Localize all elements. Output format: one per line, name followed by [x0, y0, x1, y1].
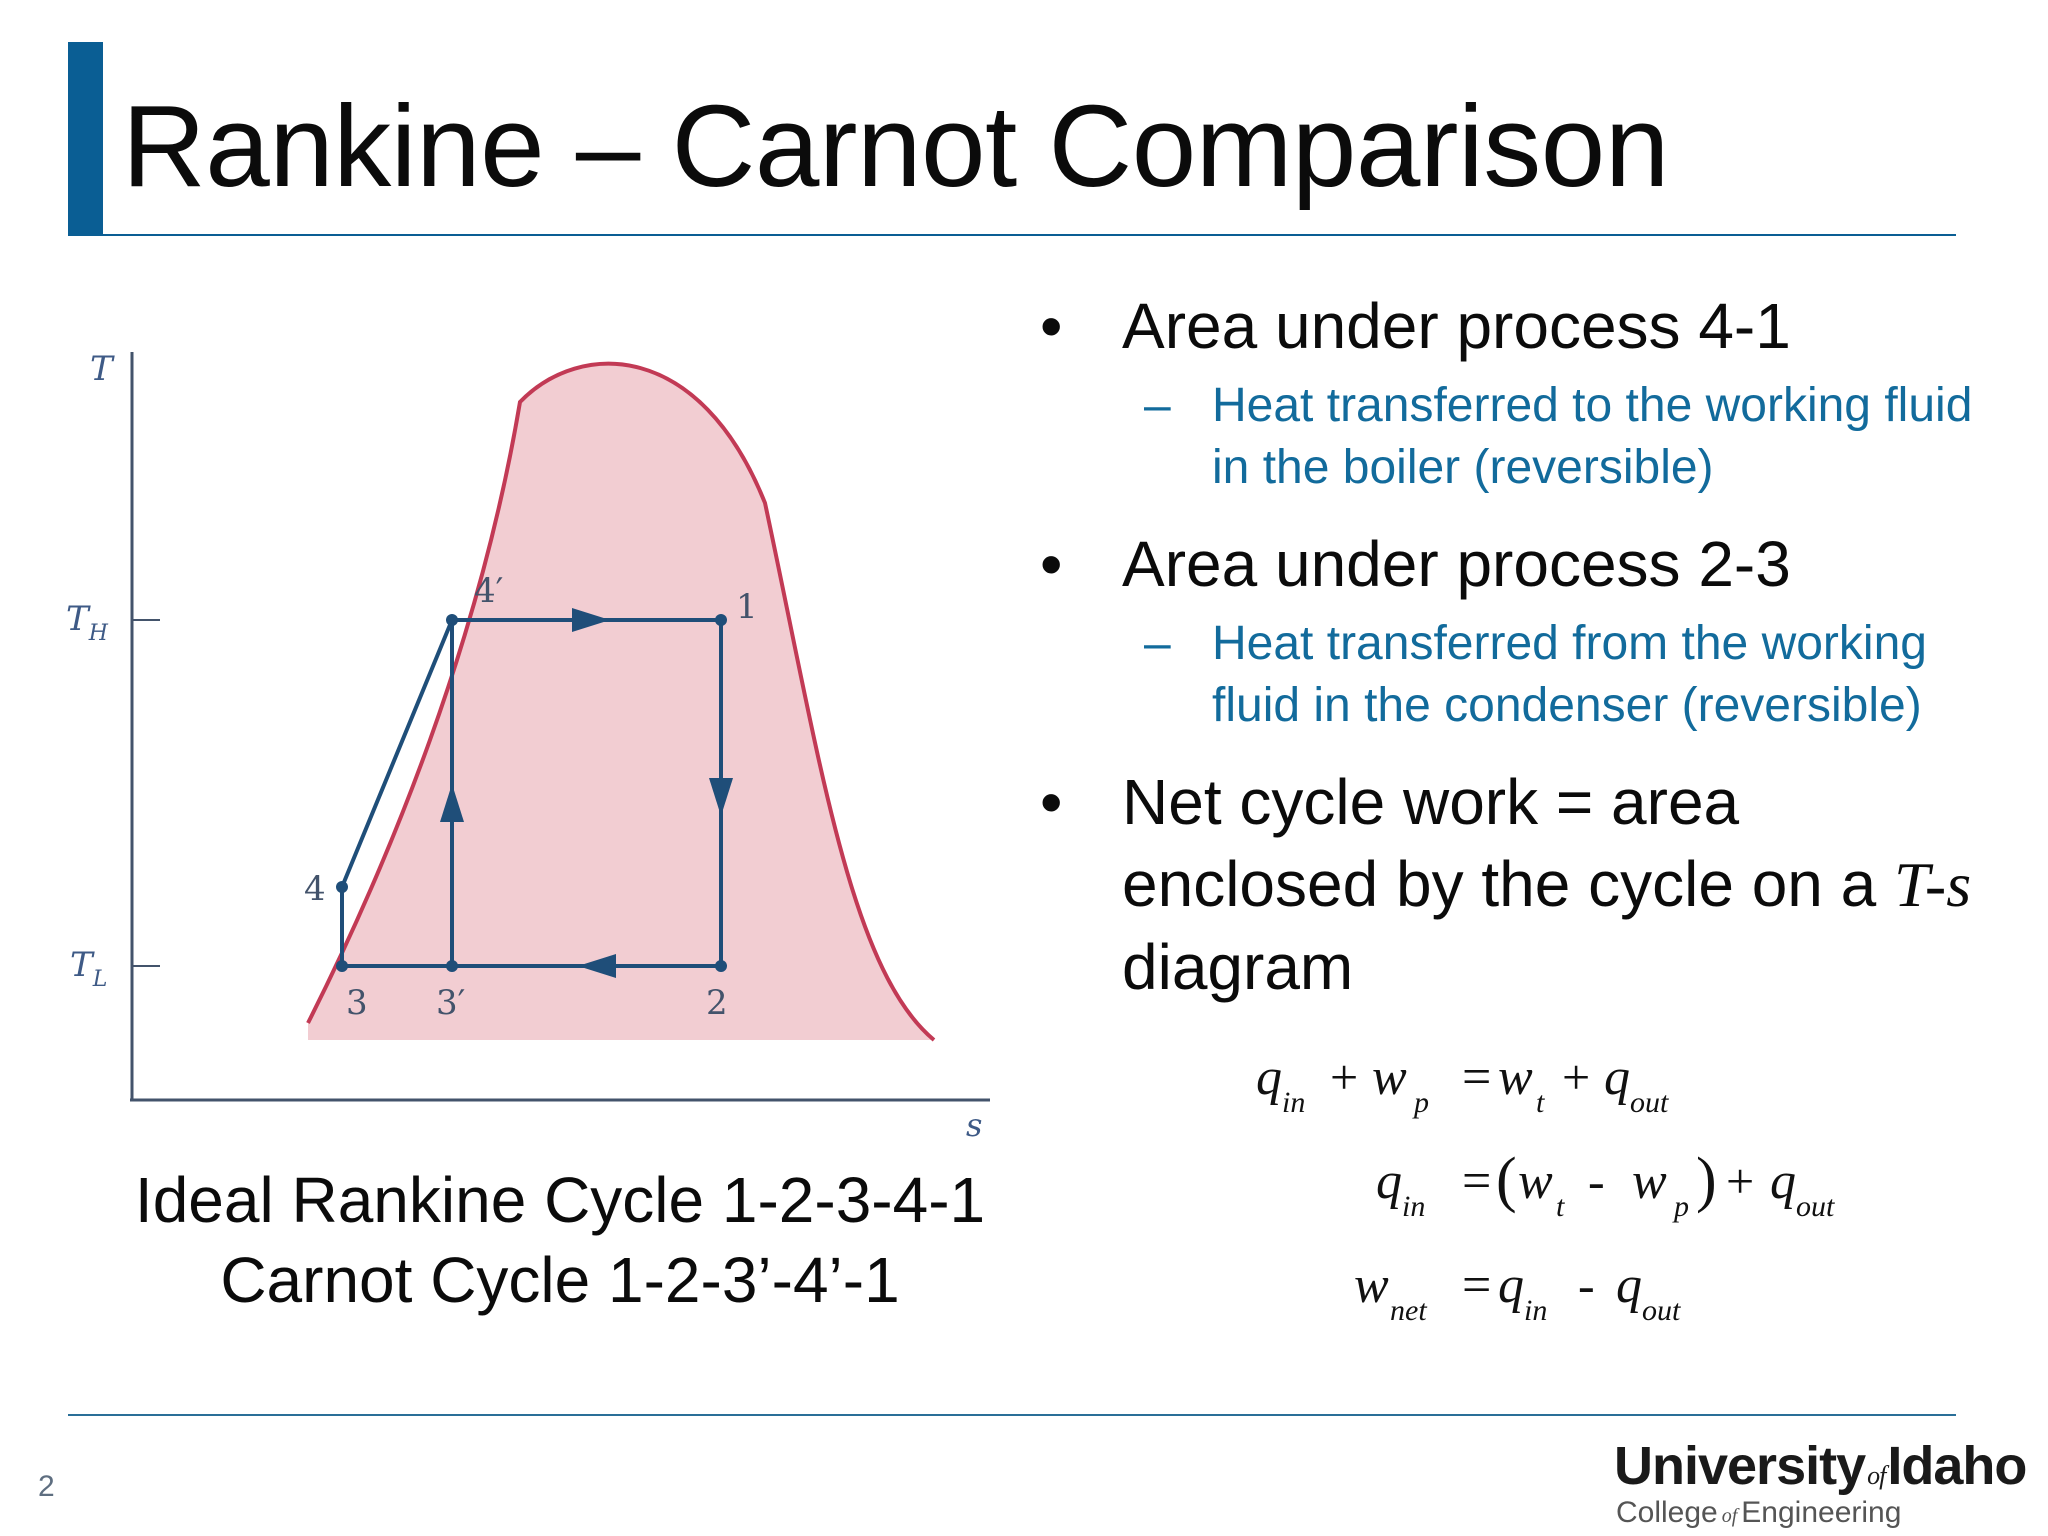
- svg-text:=: =: [1462, 1257, 1491, 1314]
- svg-text:out: out: [1642, 1294, 1681, 1327]
- point-2: [715, 960, 727, 972]
- ts-diagram: T s TH TL 1 2 3: [60, 340, 1020, 1150]
- point-3p: [446, 960, 458, 972]
- footer-divider: [68, 1414, 1956, 1416]
- svg-text:w: w: [1354, 1257, 1389, 1314]
- svg-text:w: w: [1632, 1153, 1667, 1210]
- svg-text:q: q: [1498, 1257, 1524, 1314]
- svg-text:=: =: [1462, 1049, 1491, 1106]
- saturation-dome: [308, 363, 934, 1040]
- svg-text:UniversityofIdaho: UniversityofIdaho: [1614, 1436, 2026, 1496]
- svg-text:p: p: [1672, 1190, 1689, 1223]
- svg-text:t: t: [1536, 1086, 1545, 1119]
- svg-text:in: in: [1282, 1086, 1305, 1119]
- svg-text:in: in: [1402, 1190, 1425, 1223]
- bullet-dot: •: [1040, 528, 1063, 600]
- saturation-curve: [306, 361, 936, 1042]
- equation-1: q in + w p = w t + q out: [1256, 1049, 1669, 1119]
- energy-equations: q in + w p = w t + q out q in = ( w t - …: [1230, 1040, 1950, 1340]
- svg-text:in: in: [1524, 1294, 1547, 1327]
- bullet-area-4-1: • Area under process 4-1: [1040, 285, 2000, 367]
- th-label: TH: [66, 599, 109, 646]
- subbullet-text: Heat transferred to the working fluid in…: [1212, 379, 1973, 494]
- bullet-area-2-3: • Area under process 2-3: [1040, 523, 2000, 605]
- svg-text:p: p: [1412, 1086, 1429, 1119]
- svg-text:+: +: [1562, 1049, 1590, 1105]
- svg-text:(: (: [1496, 1146, 1517, 1214]
- svg-text:w: w: [1372, 1049, 1407, 1106]
- subbullet-dash: –: [1144, 379, 1171, 432]
- svg-text:q: q: [1256, 1049, 1282, 1106]
- caption-rankine: Ideal Rankine Cycle 1-2-3-4-1: [134, 1164, 986, 1236]
- label-4p: 4′: [474, 571, 503, 611]
- svg-text:out: out: [1796, 1190, 1835, 1223]
- bullet-text-pre: Net cycle work = area enclosed by the cy…: [1122, 766, 1895, 920]
- label-2: 2: [706, 983, 728, 1023]
- tl-label: TL: [70, 945, 107, 992]
- svg-text:q: q: [1770, 1153, 1796, 1210]
- svg-text:out: out: [1630, 1086, 1669, 1119]
- page-number: 2: [38, 1470, 55, 1503]
- label-4: 4: [304, 869, 326, 909]
- arrow-left: [578, 954, 616, 978]
- arrow-up: [440, 784, 464, 822]
- bullet-dot: •: [1040, 766, 1063, 838]
- axis-t-label: T: [90, 349, 115, 389]
- subbullet-condenser: – Heat transferred from the working flui…: [1040, 613, 2000, 737]
- svg-text:w: w: [1518, 1153, 1553, 1210]
- svg-text:net: net: [1390, 1294, 1427, 1327]
- svg-text:q: q: [1604, 1049, 1630, 1106]
- slide-title: Rankine – Carnot Comparison: [122, 81, 1669, 211]
- svg-text:t: t: [1556, 1190, 1565, 1223]
- label-1: 1: [736, 587, 758, 627]
- title-divider: [68, 234, 1956, 236]
- bullet-text: Area under process 2-3: [1122, 528, 1791, 600]
- subbullet-text: Heat transferred from the working fluid …: [1212, 617, 1927, 732]
- arrow-down: [709, 778, 733, 816]
- bullet-text-ts: T-s: [1894, 849, 1972, 920]
- svg-text:+: +: [1726, 1153, 1754, 1209]
- svg-text:): ): [1696, 1146, 1717, 1214]
- axis-s-label: s: [966, 1106, 982, 1144]
- subbullet-dash: –: [1144, 617, 1171, 670]
- point-1: [715, 614, 727, 626]
- label-3p: 3′: [436, 983, 465, 1023]
- point-3: [336, 960, 348, 972]
- point-4p: [446, 614, 458, 626]
- arrow-right: [572, 608, 610, 632]
- bullet-net-work: • Net cycle work = area enclosed by the …: [1040, 761, 2000, 1008]
- svg-text:w: w: [1498, 1049, 1533, 1106]
- svg-text:q: q: [1616, 1257, 1642, 1314]
- label-3: 3: [346, 983, 368, 1023]
- equation-3: w net = q in - q out: [1354, 1257, 1681, 1327]
- svg-text:-: -: [1588, 1153, 1605, 1209]
- subbullet-boiler: – Heat transferred to the working fluid …: [1040, 375, 2000, 499]
- caption-carnot: Carnot Cycle 1-2-3’-4’-1: [220, 1244, 900, 1316]
- bullet-text-post: diagram: [1122, 931, 1354, 1003]
- svg-text:q: q: [1376, 1153, 1402, 1210]
- bullet-list: • Area under process 4-1 – Heat transfer…: [1040, 285, 2000, 1008]
- bullet-dot: •: [1040, 290, 1063, 362]
- svg-text:+: +: [1330, 1049, 1358, 1105]
- line-4-4p: [340, 619, 454, 888]
- equation-2: q in = ( w t - w p ) + q out: [1376, 1146, 1835, 1223]
- point-4: [336, 881, 348, 893]
- svg-text:=: =: [1462, 1153, 1491, 1210]
- bullet-text: Area under process 4-1: [1122, 290, 1791, 362]
- svg-text:-: -: [1578, 1257, 1595, 1313]
- title-accent-bar: [68, 42, 103, 236]
- diagram-caption: Ideal Rankine Cycle 1-2-3-4-1 Carnot Cyc…: [80, 1160, 1040, 1320]
